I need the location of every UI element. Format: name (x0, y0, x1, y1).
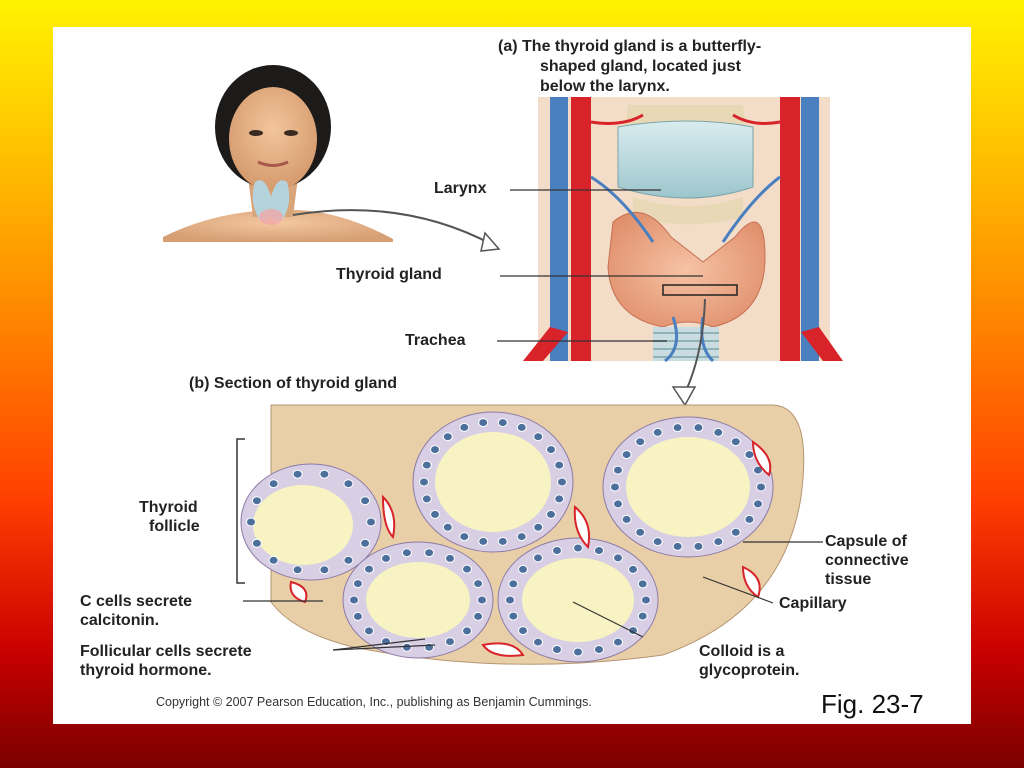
slide-panel: (a) The thyroid gland is a butterfly- sh… (53, 27, 971, 724)
panel-b-letter: (b) (189, 375, 210, 392)
panel-a-letter: (a) (498, 38, 518, 55)
label-capsule-line-3: tissue (825, 571, 872, 588)
label-larynx: Larynx (434, 180, 487, 197)
copyright-notice: Copyright © 2007 Pearson Education, Inc.… (156, 695, 592, 709)
label-capsule-line-2: connective (825, 552, 909, 569)
thyroid-section-illustration (240, 404, 805, 665)
label-thyroid-follicle-line-1: Thyroid (139, 499, 198, 516)
label-follicular-cells-line-2: thyroid hormone. (80, 662, 212, 679)
figure-number: Fig. 23-7 (821, 689, 924, 719)
neck-anatomy-illustration (523, 97, 843, 363)
thyroid-figure (163, 65, 843, 665)
label-colloid-line-2: glycoprotein. (699, 662, 800, 679)
label-capsule-line-1: Capsule of (825, 533, 907, 550)
panel-a-caption: (a) The thyroid gland is a butterfly- (498, 37, 761, 56)
panel-b-caption-text: Section of thyroid gland (213, 375, 397, 392)
label-c-cells-line-2: calcitonin. (80, 612, 160, 629)
panel-b-caption: (b) Section of thyroid gland (189, 374, 397, 393)
label-colloid-line-1: Colloid is a (699, 643, 785, 660)
panel-a-caption-line-3: below the larynx. (540, 78, 670, 95)
label-c-cells-line-1: C cells secrete (80, 593, 193, 610)
arrow-woman-to-gland (292, 209, 494, 246)
label-follicular-cells-line-1: Follicular cells secrete (80, 643, 252, 660)
label-thyroid-gland: Thyroid gland (336, 266, 442, 283)
label-thyroid-follicle-line-2: follicle (149, 518, 200, 535)
label-trachea: Trachea (405, 332, 466, 349)
panel-a-caption-line-2: shaped gland, located just (540, 58, 741, 75)
label-capillary: Capillary (779, 595, 847, 612)
panel-a-caption-line-1: The thyroid gland is a butterfly- (522, 38, 762, 55)
woman-portrait (163, 65, 393, 242)
